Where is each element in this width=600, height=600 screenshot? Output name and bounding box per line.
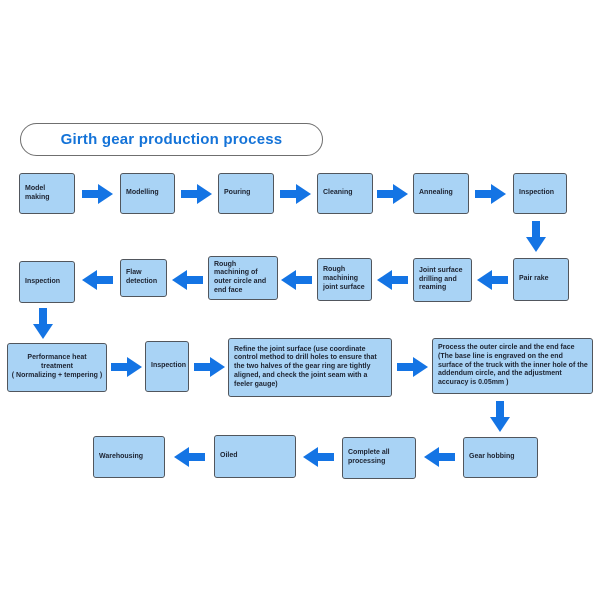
arrow-right-icon: [377, 184, 408, 204]
arrow-left-icon: [477, 270, 508, 290]
arrow-left-icon: [82, 270, 113, 290]
arrow-right-icon: [280, 184, 311, 204]
arrow-down-icon: [33, 308, 53, 339]
arrow-right-icon: [111, 357, 142, 377]
arrow-right-icon: [397, 357, 428, 377]
flow-step-oiled: Oiled: [214, 435, 296, 478]
arrow-right-icon: [475, 184, 506, 204]
arrow-left-icon: [281, 270, 312, 290]
arrow-left-icon: [303, 447, 334, 467]
flow-step-gear-hobbing: Gear hobbing: [463, 437, 538, 478]
arrow-right-icon: [181, 184, 212, 204]
flow-step-process-outer-circle: Process the outer circle and the end fac…: [432, 338, 593, 394]
flow-step-warehousing: Warehousing: [93, 436, 165, 478]
arrow-right-icon: [194, 357, 225, 377]
flow-step-pair-rake: Pair rake: [513, 258, 569, 301]
flow-step-model-making: Model making: [19, 173, 75, 214]
flow-step-inspection-3: Inspection: [145, 341, 189, 392]
arrow-left-icon: [174, 447, 205, 467]
diagram-title: Girth gear production process: [60, 131, 283, 148]
arrow-right-icon: [82, 184, 113, 204]
diagram-title-pill: Girth gear production process: [20, 123, 323, 156]
flow-step-flaw-detection: Flaw detection: [120, 259, 167, 297]
flow-step-joint-surface-drilling: Joint surface drilling and reaming: [413, 258, 472, 302]
flow-step-annealing: Annealing: [413, 173, 469, 214]
arrow-down-icon: [526, 221, 546, 252]
flow-step-pouring: Pouring: [218, 173, 274, 214]
flow-step-complete-all-processing: Complete all processing: [342, 437, 416, 479]
flow-step-modelling: Modelling: [120, 173, 175, 214]
flow-step-inspection-1: Inspection: [513, 173, 567, 214]
flow-step-cleaning: Cleaning: [317, 173, 373, 214]
arrow-down-icon: [490, 401, 510, 432]
arrow-left-icon: [377, 270, 408, 290]
flow-step-rough-machining-outer-circle: Rough machining of outer circle and end …: [208, 256, 278, 300]
arrow-left-icon: [424, 447, 455, 467]
flow-step-refine-joint-surface: Refine the joint surface (use coordinate…: [228, 338, 392, 397]
flow-step-rough-machining-joint-surface: Rough machining joint surface: [317, 258, 372, 301]
arrow-left-icon: [172, 270, 203, 290]
flow-step-inspection-2: Inspection: [19, 261, 75, 303]
flow-step-performance-heat-treatment: Performance heat treatment ( Normalizing…: [7, 343, 107, 392]
